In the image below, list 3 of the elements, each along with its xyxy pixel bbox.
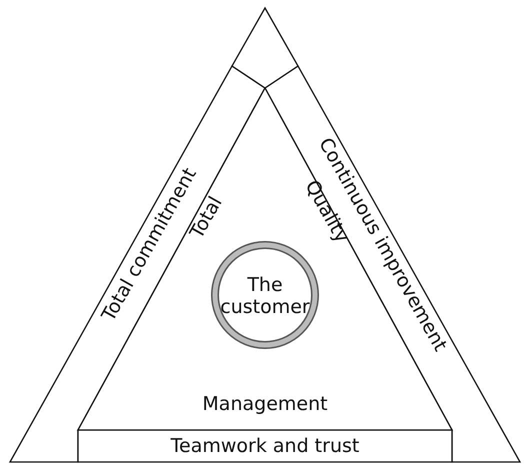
- band-label: Teamwork and trust: [170, 436, 360, 458]
- circle-label: The customer: [220, 275, 310, 319]
- band-label: Management: [202, 394, 328, 416]
